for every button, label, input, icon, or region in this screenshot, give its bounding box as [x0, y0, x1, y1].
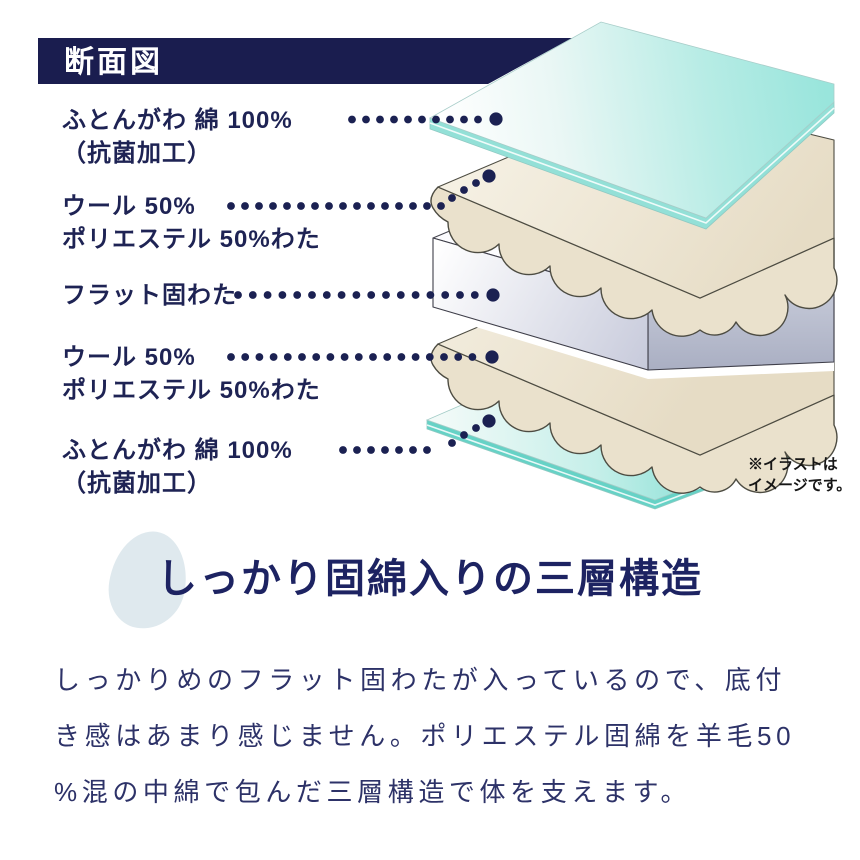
body-paragraph: しっかりめのフラット固わたが入っているので、底付 き感はあまり感じません。ポリエ… — [54, 652, 844, 820]
layer-label-line: ポリエステル 50%わた — [62, 226, 321, 253]
body-line: %混の中綿で包んだ三層構造で体を支えます。 — [54, 777, 692, 807]
illustration-note-line: イメージです。 — [748, 477, 852, 494]
body-line: しっかりめのフラット固わたが入っているので、底付 — [54, 665, 787, 695]
header-band — [38, 38, 572, 84]
layer-cover-sheet-top — [429, 21, 835, 230]
layer-label-line: （抗菌加工） — [62, 470, 212, 497]
illustration-note-line: ※イラストは — [748, 456, 838, 473]
layer-label-line: （抗菌加工） — [62, 140, 212, 167]
layer-label-cover-top: ふとんがわ 綿 100% （抗菌加工） — [62, 104, 293, 170]
section-heading: しっかり固綿入りの三層構造 — [157, 557, 703, 601]
futon-cross-section-illustration — [38, 21, 838, 510]
layer-label-wool-bottom: ウール 50% ポリエステル 50%わた — [62, 341, 321, 407]
layer-label-wool-top: ウール 50% ポリエステル 50%わた — [62, 190, 321, 256]
layer-label-line: ウール 50% — [62, 344, 196, 371]
diagram-title: 断面図 — [64, 46, 163, 79]
illustration-note: ※イラストは イメージです。 — [748, 454, 851, 496]
layer-label-line: フラット固わた — [62, 282, 237, 309]
layer-label-line: ふとんがわ 綿 100% — [62, 107, 293, 134]
layer-label-line: ウール 50% — [62, 193, 196, 220]
layer-label-cover-bottom: ふとんがわ 綿 100% （抗菌加工） — [62, 434, 293, 500]
body-line: き感はあまり感じません。ポリエステル固綿を羊毛50 — [54, 721, 796, 751]
layer-label-line: ポリエステル 50%わた — [62, 377, 321, 404]
leader-dots — [227, 112, 503, 454]
layer-label-flat-pad: フラット固わた — [62, 279, 237, 312]
layer-label-line: ふとんがわ 綿 100% — [62, 437, 293, 464]
